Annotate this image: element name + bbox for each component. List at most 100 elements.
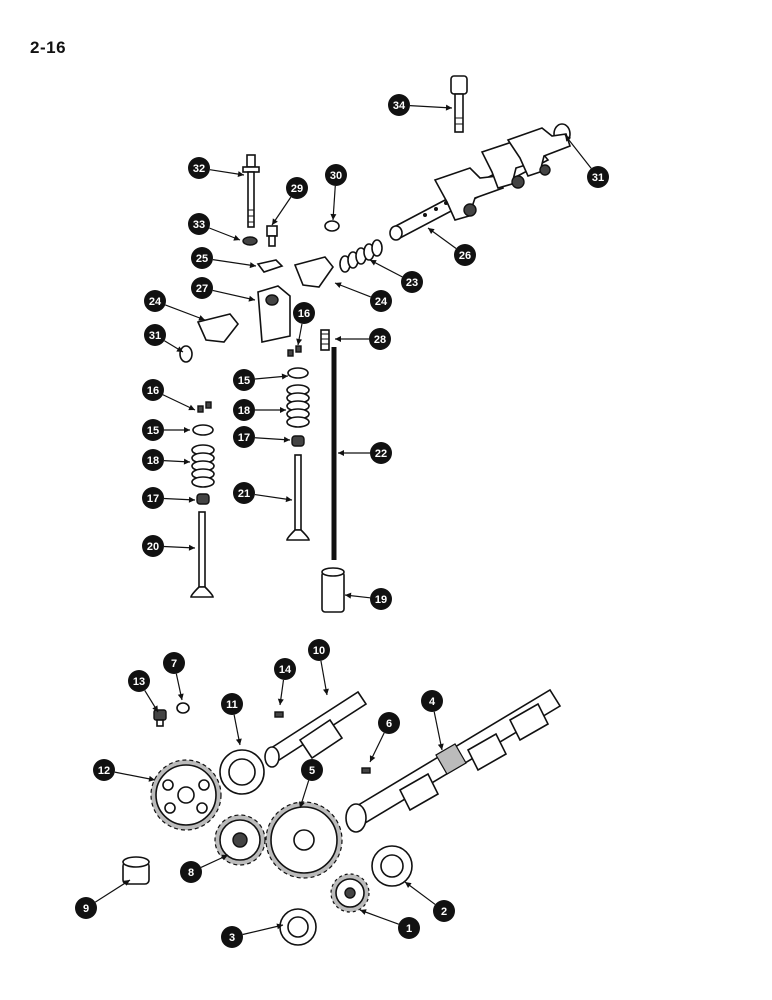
callout-bubble [180,861,202,883]
leader-arrowhead [322,688,329,695]
tappet-19-part [321,567,345,613]
leader-arrowhead [221,854,228,861]
leader-line [165,304,206,321]
screw-29-part [266,225,278,247]
callout-16: 16 [293,302,315,346]
gear-12-part [150,759,222,831]
leader-arrowhead [360,909,367,915]
leader-arrowhead [152,705,158,712]
leader-arrowhead [428,228,435,234]
callout-bubble [142,487,164,509]
leader-line [334,282,371,298]
callout-1: 1 [359,909,420,939]
leader-arrowhead [249,262,256,269]
callout-29: 29 [271,177,308,226]
page-number: 2-16 [30,38,67,57]
gear-1-part [330,873,370,913]
callout-number: 4 [429,696,436,708]
callout-number: 26 [459,250,471,262]
callout-number: 6 [386,718,392,730]
leader-arrowhead [338,450,344,456]
bearing-2-part [371,845,413,887]
callout-bubble [93,759,115,781]
leader-arrowhead [272,218,278,225]
spring-23-part [339,239,383,273]
callout-5: 5 [298,759,323,809]
leader-arrowhead [176,346,183,352]
callout-bubble [221,693,243,715]
leader-line [369,259,403,278]
callout-17: 17 [142,487,196,509]
leader-arrowhead [437,743,444,750]
spring-28-part [320,329,330,351]
callout-8: 8 [180,854,229,883]
callout-31: 31 [564,134,609,188]
callout-16: 16 [142,379,196,411]
callout-bubble [233,482,255,504]
callout-bubble [421,690,443,712]
valve-20-part [190,511,214,598]
callout-15: 15 [233,369,289,391]
leader-arrowhead [188,404,195,411]
callout-bubble [286,177,308,199]
callout-number: 16 [298,308,310,320]
callout-20: 20 [142,535,196,557]
callout-bubble [325,164,347,186]
bearing-3-part [279,908,317,946]
callout-number: 29 [291,183,303,195]
callout-bubble [191,277,213,299]
leader-line [409,105,453,109]
callout-number: 2 [441,906,447,918]
leader-arrowhead [369,755,376,762]
callout-number: 30 [330,170,342,182]
shaft-10-part [264,690,368,768]
bolt-34-part [450,75,468,133]
callout-number: 27 [196,283,208,295]
leader-arrowhead [370,260,377,266]
callout-bubble [142,535,164,557]
keepers-16-part [197,345,302,413]
leader-arrowhead [188,544,195,551]
callout-number: 12 [98,765,110,777]
callout-number: 7 [171,658,177,670]
callout-bubble [378,712,400,734]
callout-21: 21 [233,482,293,504]
callout-24: 24 [144,290,206,321]
rocker-shaft-26-part [389,127,572,241]
gear-5-part [265,801,343,879]
callout-bubble [188,157,210,179]
valve-21-part [286,454,310,541]
callout-bubble [388,94,410,116]
callout-bubble [188,213,210,235]
callout-6: 6 [369,712,400,763]
leader-arrowhead [148,775,155,782]
leader-line [94,879,131,903]
callout-22: 22 [338,442,392,464]
callout-28: 28 [335,328,391,350]
callout-bubble [233,426,255,448]
callout-26: 26 [427,227,476,266]
callout-bubble [301,759,323,781]
leader-line [212,289,256,301]
leader-line [404,881,436,905]
washer-33-part [242,236,258,246]
leader-arrowhead [233,235,240,241]
leader-arrowhead [183,458,190,465]
valve-spring-18-left-part [191,444,215,488]
leader-arrowhead [335,336,341,342]
callout-number: 23 [406,277,418,289]
callout-bubble [433,900,455,922]
callout-4: 4 [421,690,444,751]
callout-bubble [142,379,164,401]
callout-number: 9 [83,903,89,915]
callout-9: 9 [75,879,131,919]
callout-number: 31 [592,172,604,184]
callout-number: 18 [147,455,159,467]
leader-arrowhead [235,738,242,745]
callout-number: 17 [238,432,250,444]
callout-number: 21 [238,488,250,500]
callout-11: 11 [221,693,243,746]
callout-number: 18 [238,405,250,417]
callout-10: 10 [308,639,330,696]
